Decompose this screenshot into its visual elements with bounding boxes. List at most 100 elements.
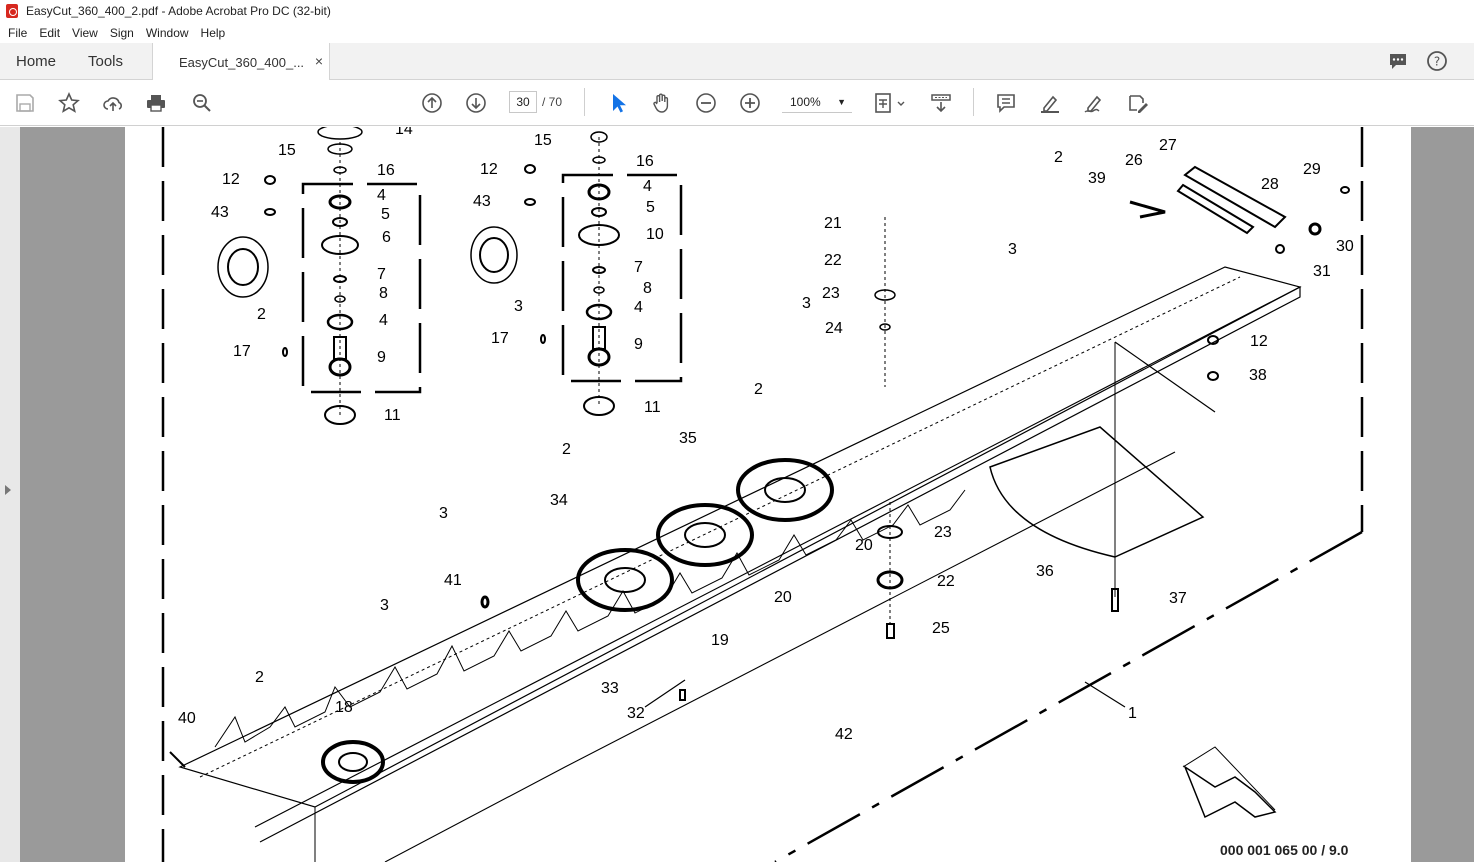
callout-label: 9 (634, 336, 643, 353)
callout-label: 3 (1008, 241, 1017, 258)
window-title: EasyCut_360_400_2.pdf - Adobe Acrobat Pr… (26, 4, 331, 18)
page-fit-icon[interactable] (874, 91, 908, 115)
window-titlebar: EasyCut_360_400_2.pdf - Adobe Acrobat Pr… (0, 0, 1474, 22)
callout-label: 17 (233, 343, 251, 360)
callout-label: 12 (222, 171, 240, 188)
tab-document-label: EasyCut_360_400_... (179, 54, 305, 70)
callout-label: 29 (1303, 161, 1321, 178)
callout-label: 23 (822, 285, 840, 302)
callout-label: 8 (643, 280, 652, 297)
bookmark-star-icon[interactable] (57, 91, 81, 115)
callout-label: 5 (646, 199, 655, 216)
left-panel-toggle[interactable] (0, 127, 20, 862)
upload-cloud-icon[interactable] (101, 91, 125, 115)
callout-label: 32 (627, 705, 645, 722)
callout-label: 4 (377, 187, 386, 204)
callout-label: 3 (514, 298, 523, 315)
close-tab-icon[interactable]: × (314, 53, 323, 69)
callout-label: 41 (444, 572, 462, 589)
callout-label: 3 (380, 597, 389, 614)
tab-home[interactable]: Home (16, 53, 57, 70)
draw-sign-icon[interactable] (1082, 91, 1106, 115)
callout-label: 12 (1250, 333, 1268, 350)
print-icon[interactable] (144, 91, 168, 115)
callout-label: 35 (679, 430, 697, 447)
edit-pdf-icon[interactable] (1126, 91, 1150, 115)
callout-label: 20 (774, 589, 792, 606)
scroll-mode-icon[interactable] (929, 91, 953, 115)
callout-label: 25 (932, 620, 950, 637)
comment-icon[interactable] (994, 91, 1018, 115)
next-page-icon[interactable] (464, 91, 488, 115)
callout-label: 7 (377, 266, 386, 283)
zoom-out-icon[interactable] (694, 91, 718, 115)
previous-page-icon[interactable] (420, 91, 444, 115)
zoom-select[interactable]: 100% ▼ (782, 91, 852, 113)
highlight-pen-icon[interactable] (1038, 91, 1062, 115)
callout-label: 38 (1249, 367, 1267, 384)
callout-label: 37 (1169, 590, 1187, 607)
callout-label: 4 (634, 299, 643, 316)
parts-diagram (161, 127, 1364, 862)
svg-text:?: ? (1434, 55, 1440, 69)
search-zoom-icon[interactable] (190, 91, 214, 115)
menu-bar: File Edit View Sign Window Help (0, 22, 1474, 43)
callout-label: 4 (379, 312, 388, 329)
menu-sign[interactable]: Sign (109, 25, 134, 40)
toolbar-divider (973, 88, 974, 116)
callout-label: 4 (643, 178, 652, 195)
document-number: 000 001 065 00 / 9.0 (1220, 842, 1349, 858)
callout-label: 1 (1128, 705, 1137, 722)
select-cursor-icon[interactable] (606, 91, 630, 115)
callout-label: 36 (1036, 563, 1054, 580)
callout-label: 30 (1336, 238, 1354, 255)
menu-help[interactable]: Help (200, 25, 226, 40)
save-icon[interactable] (13, 91, 37, 115)
callout-label: 43 (473, 193, 491, 210)
help-icon[interactable]: ? (1425, 49, 1449, 73)
expand-panel-icon (5, 485, 11, 495)
callout-label: 6 (382, 229, 391, 246)
callout-label: 2 (257, 306, 266, 323)
callout-label: 16 (636, 153, 654, 170)
menu-view[interactable]: View (72, 25, 98, 40)
menu-file[interactable]: File (8, 25, 28, 40)
callout-label: 19 (711, 632, 729, 649)
hand-tool-icon[interactable] (650, 91, 674, 115)
callout-label: 40 (178, 710, 196, 727)
callout-label: 27 (1159, 137, 1177, 154)
zoom-in-icon[interactable] (738, 91, 762, 115)
callout-label: 2 (1054, 149, 1063, 166)
callout-label: 11 (644, 399, 661, 416)
callout-label: 14 (395, 127, 413, 138)
tab-document[interactable]: EasyCut_360_400_... × (152, 43, 330, 81)
callout-label: 3 (802, 295, 811, 312)
callout-label: 31 (1313, 263, 1331, 280)
tab-bar: Home Tools EasyCut_360_400_... × ? (0, 43, 1474, 81)
callout-label: 17 (491, 330, 509, 347)
page-total: / 70 (542, 95, 563, 109)
callout-label: 22 (937, 573, 955, 590)
page-number-input[interactable]: 30 (509, 91, 537, 113)
toolbar-divider (584, 88, 585, 116)
callout-label: 15 (534, 132, 552, 149)
callout-label: 24 (825, 320, 843, 337)
callout-label: 8 (379, 285, 388, 302)
callout-label: 33 (601, 680, 619, 697)
tab-tools[interactable]: Tools (88, 53, 124, 70)
chevron-down-icon: ▼ (837, 97, 846, 107)
zoom-value: 100% (790, 95, 821, 109)
callout-label: 16 (377, 162, 395, 179)
callout-label: 12 (480, 161, 498, 178)
comment-panel-icon[interactable] (1386, 49, 1410, 73)
menu-window[interactable]: Window (145, 25, 189, 40)
callout-label: 10 (646, 226, 664, 243)
callout-label: 11 (384, 407, 401, 424)
callout-label: 2 (754, 381, 763, 398)
callout-label: 39 (1088, 170, 1106, 187)
callout-label: 5 (381, 206, 390, 223)
callout-label: 2 (562, 441, 571, 458)
callout-label: 28 (1261, 176, 1279, 193)
main-toolbar (0, 80, 1474, 126)
menu-edit[interactable]: Edit (39, 25, 61, 40)
